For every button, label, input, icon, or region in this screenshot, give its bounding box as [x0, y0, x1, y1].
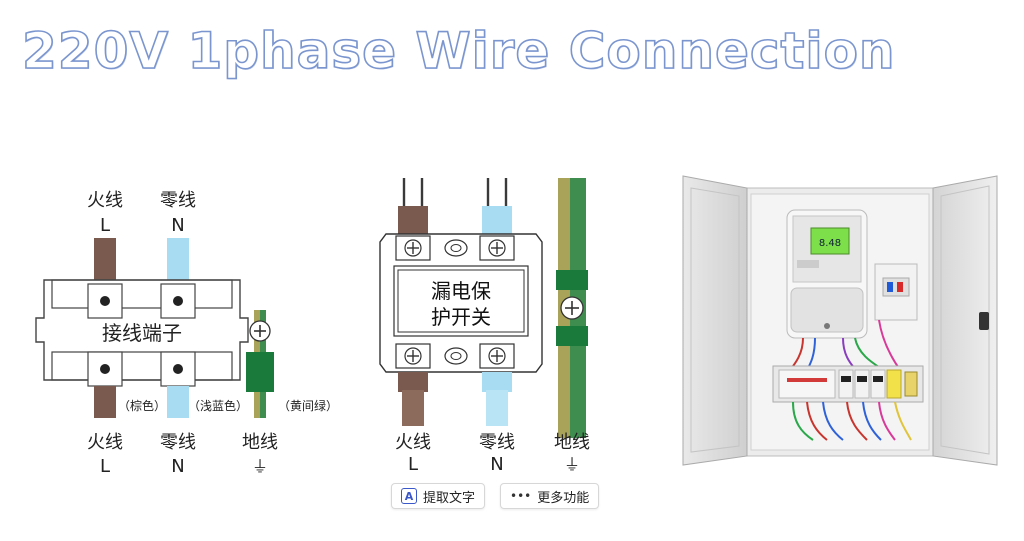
ground-terminal [246, 310, 274, 418]
more-functions-button[interactable]: ••• 更多功能 [500, 483, 600, 509]
top-neutral-label: 零线 [160, 190, 196, 211]
top-live-label: 火线 [87, 190, 123, 211]
bottom-live-letter: L [100, 456, 110, 477]
neutral-label: 零线 [479, 432, 515, 453]
breaker-label-line1: 漏电保 [431, 279, 491, 303]
extract-text-label: 提取文字 [423, 490, 476, 506]
neutral-wire-bottom [482, 372, 512, 392]
ground-symbol: ⏚ [252, 457, 268, 476]
bottom-ground-label: 地线 [242, 432, 278, 453]
neutral-wire-top [167, 238, 189, 280]
distribution-box-photo: 8.48 [682, 175, 998, 466]
ground-symbol: ⏚ [564, 455, 580, 474]
more-functions-label: 更多功能 [537, 490, 590, 506]
meter-display: 8.48 [819, 238, 841, 249]
live-wire-bottom-cable [402, 390, 424, 426]
ground-color-note: （黄间绿） [278, 398, 338, 413]
breaker-top-terminals [395, 235, 515, 261]
live-wire-top [398, 178, 428, 234]
ground-label: 地线 [554, 432, 590, 453]
live-wire-bottom [398, 372, 428, 392]
live-label: 火线 [395, 432, 431, 453]
live-wire-bottom [94, 386, 116, 418]
bottom-live-label: 火线 [87, 432, 123, 453]
live-wire-top [94, 238, 116, 280]
terminal-block-label: 接线端子 [102, 321, 182, 345]
terminal-screws [87, 283, 196, 387]
terminal-block-diagram: 火线 L 零线 N 接线端子 （棕色） （浅蓝色） （黄间绿） 火线 L 零线 … [35, 190, 338, 477]
top-live-letter: L [100, 215, 110, 236]
rcd-breaker-diagram: 漏电保 护开关 火线 L 零线 N 地线 ⏚ [379, 178, 590, 475]
ellipsis-icon: ••• [510, 489, 532, 503]
extract-text-button[interactable]: A 提取文字 [391, 483, 486, 509]
blue-color-note: （浅蓝色） [188, 399, 248, 413]
page-title: 220V 1phase Wire Connection [21, 21, 896, 81]
neutral-wire-bottom-cable [486, 390, 508, 426]
breaker-bottom-terminals [395, 343, 515, 369]
text-scan-icon: A [401, 488, 417, 504]
neutral-letter: N [490, 454, 503, 475]
brown-color-note: （棕色） [118, 398, 166, 413]
din-rail-breakers [772, 365, 924, 403]
neutral-wire-top [482, 178, 512, 234]
neutral-wire-bottom [167, 386, 189, 418]
small-breaker [874, 263, 918, 321]
energy-meter: 8.48 [786, 209, 868, 339]
bottom-neutral-letter: N [171, 456, 184, 477]
ground-wire [556, 178, 588, 438]
top-neutral-letter: N [171, 215, 184, 236]
live-letter: L [408, 454, 418, 475]
bottom-neutral-label: 零线 [160, 432, 196, 453]
breaker-label-line2: 护开关 [431, 305, 491, 329]
